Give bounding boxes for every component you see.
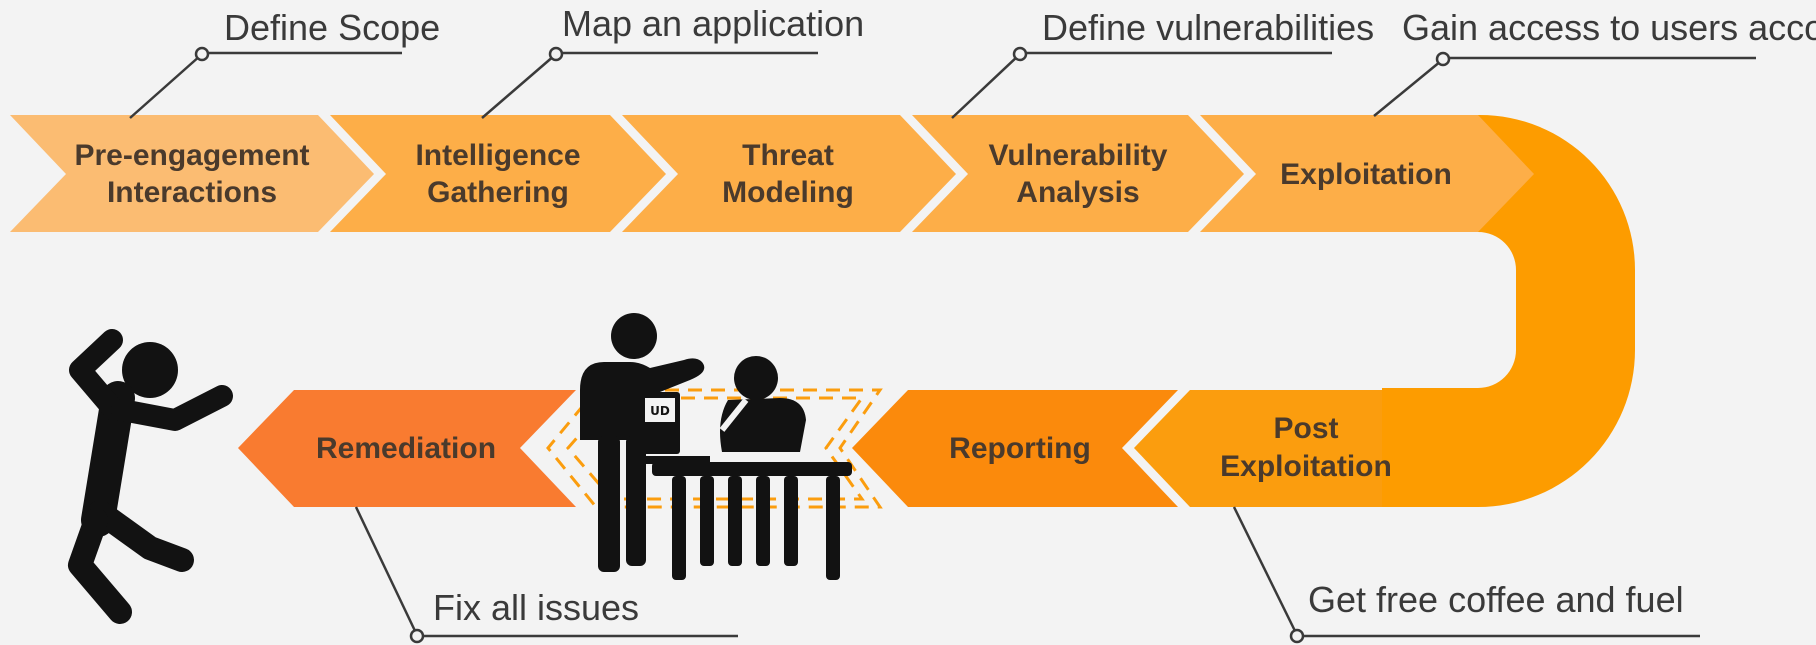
chevron-post-exploitation — [1134, 390, 1382, 507]
label-threat-2: Modeling — [722, 176, 854, 209]
callout-define-scope: Define Scope — [224, 7, 440, 48]
label-reporting: Reporting — [949, 432, 1091, 465]
chevron-remediation — [238, 390, 576, 507]
label-pre-engagement-2: Interactions — [107, 176, 277, 209]
chevron-pre-engagement — [10, 115, 374, 232]
laptop-logo: UD — [650, 404, 670, 418]
label-post-exploitation-1: Post — [1273, 412, 1338, 445]
chevron-reporting — [852, 390, 1178, 507]
label-pre-engagement-1: Pre-engagement — [74, 139, 309, 172]
chevron-intelligence-gathering — [330, 115, 666, 232]
chevron-threat-modeling — [622, 115, 956, 232]
label-exploitation: Exploitation — [1280, 158, 1452, 191]
label-vulnerability-2: Analysis — [1016, 176, 1139, 209]
callout-fix-issues: Fix all issues — [433, 587, 639, 628]
callout-dots — [194, 46, 1451, 644]
dashed-chevron-outline-inner — [566, 396, 865, 501]
chevron-exploitation — [1200, 115, 1534, 232]
label-intelligence-2: Gathering — [427, 176, 569, 209]
callout-map-application: Map an application — [562, 3, 864, 44]
dashed-chevron-outline — [546, 388, 883, 509]
jumping-person-icon — [68, 329, 233, 624]
label-remediation: Remediation — [316, 432, 496, 465]
callout-lines — [129, 51, 1756, 638]
office-scene-icon: UD — [580, 313, 852, 580]
callout-define-vulnerabilities: Define vulnerabilities — [1042, 7, 1374, 48]
callout-gain-access: Gain access to users accounts — [1402, 7, 1816, 48]
chevron-vulnerability-analysis — [912, 115, 1244, 232]
label-intelligence-1: Intelligence — [415, 139, 580, 172]
callout-free-coffee: Get free coffee and fuel — [1308, 579, 1684, 620]
label-vulnerability-1: Vulnerability — [989, 139, 1168, 172]
label-threat-1: Threat — [742, 139, 834, 172]
label-post-exploitation-2: Exploitation — [1220, 450, 1392, 483]
